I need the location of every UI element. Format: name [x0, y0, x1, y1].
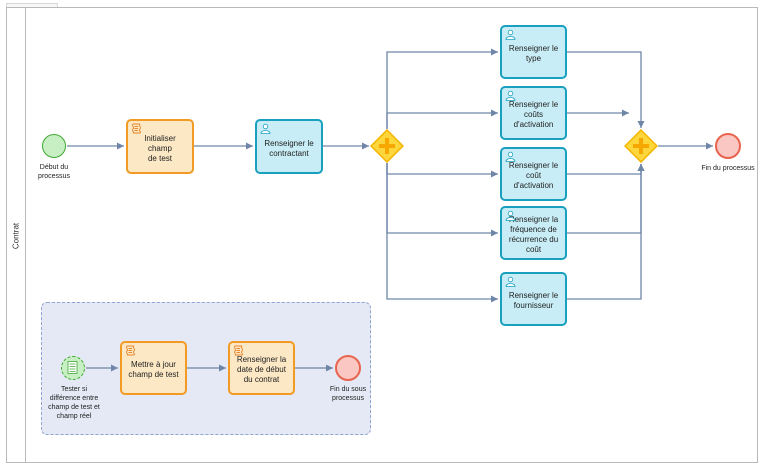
user-task-icon: [260, 123, 271, 134]
user-task-icon: [505, 29, 516, 40]
parallel-join-gateway[interactable]: [624, 129, 658, 163]
parallel-split-gateway[interactable]: [370, 129, 404, 163]
conditional-icon: [67, 361, 78, 374]
end-event[interactable]: [715, 133, 741, 159]
script-task-icon: [233, 345, 244, 356]
user-task-icon: [505, 151, 516, 162]
flow-split-to-cout: [386, 163, 498, 178]
subprocess-conditional-start-event[interactable]: [61, 356, 85, 380]
user-task-icon: [505, 210, 516, 221]
flow-split-to-couts: [386, 109, 498, 129]
start-event[interactable]: [42, 134, 66, 158]
flow-split-to-type: [386, 48, 498, 129]
flow-split-to-fournisseur: [386, 163, 498, 303]
subprocess-end-event[interactable]: [335, 355, 361, 381]
script-task-icon: [131, 123, 142, 134]
lane-header[interactable]: [6, 7, 26, 463]
flow-type-to-join: [567, 51, 645, 128]
user-task-icon: [505, 276, 516, 287]
user-task-icon: [505, 90, 516, 101]
flow-cout-to-join: [567, 164, 645, 175]
end-event-label: Fin du processus: [701, 165, 755, 172]
pool-tab: [6, 3, 58, 10]
flow-fournisseur-to-join: [567, 164, 645, 300]
script-task-icon: [125, 345, 136, 356]
